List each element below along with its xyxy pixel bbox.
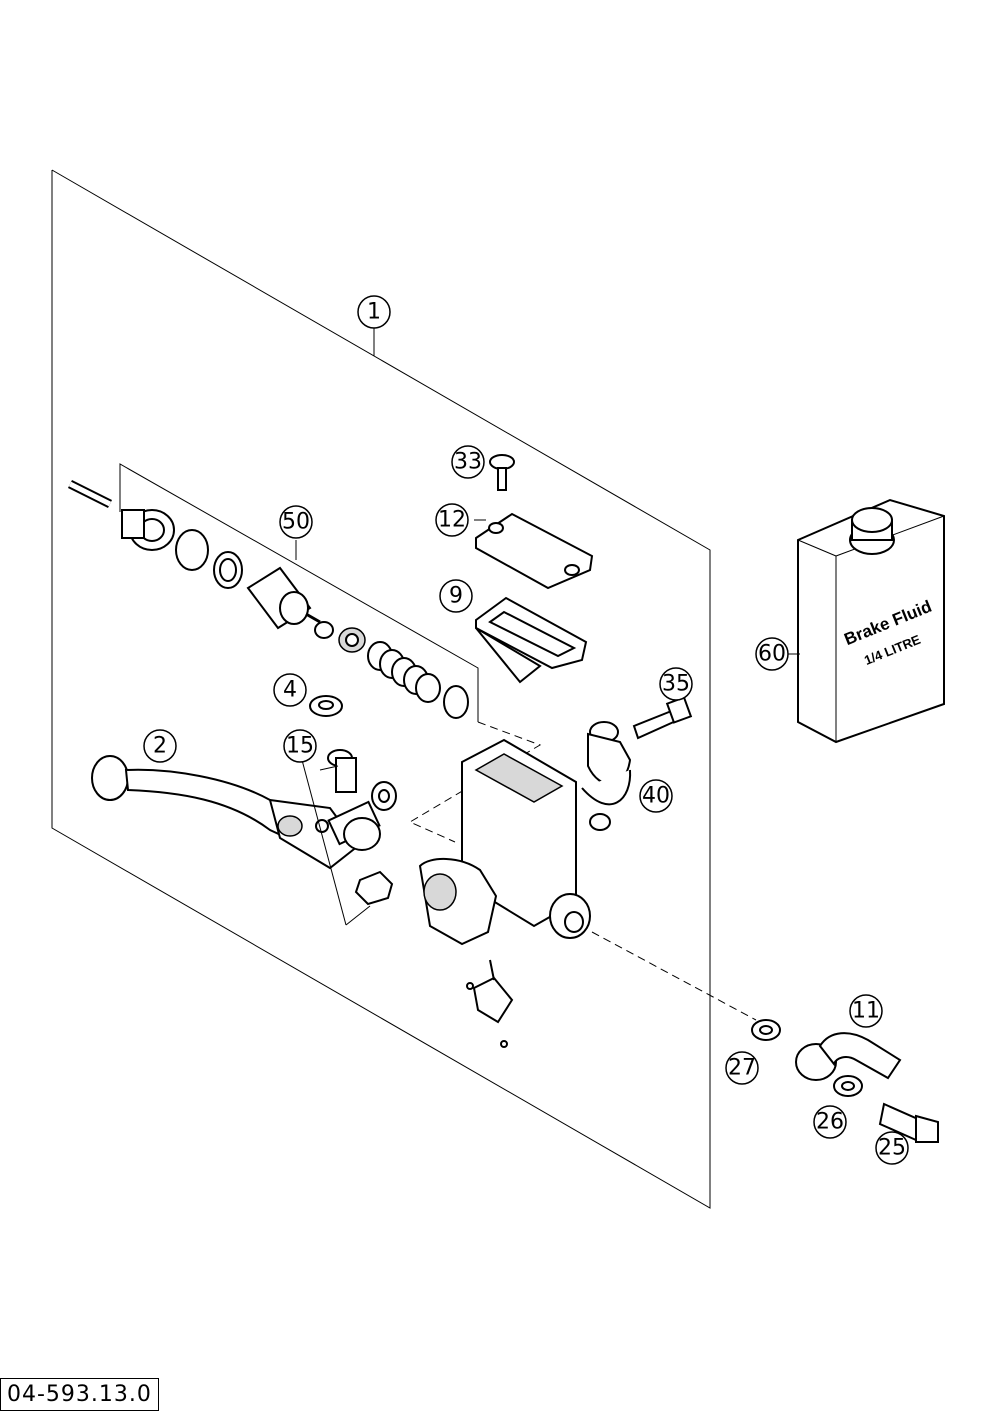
dust-boot-part	[121, 509, 175, 551]
o-ring-part	[443, 685, 469, 719]
callout-27: 27	[725, 1051, 759, 1085]
svg-text:1: 1	[367, 300, 381, 325]
cup-seal-inner	[345, 633, 359, 647]
callout-26: 26	[813, 1105, 847, 1139]
lever-nut-part	[354, 870, 394, 906]
callout-11: 11	[849, 994, 883, 1028]
master-cylinder-part	[418, 738, 591, 946]
assembly-frame	[51, 169, 711, 1209]
clamp-bolt-part	[632, 696, 693, 740]
pivot-bolt-part	[327, 749, 397, 851]
svg-text:27: 27	[728, 1056, 756, 1081]
diaphragm-part	[475, 596, 588, 684]
brake-fluid-can-part	[797, 498, 945, 744]
reservoir-lid-part	[475, 512, 594, 590]
brake-hose-part	[795, 1032, 902, 1081]
svg-text:2: 2	[153, 734, 167, 759]
dash-line-hose	[591, 931, 757, 1021]
svg-text:25: 25	[878, 1136, 906, 1161]
svg-text:60: 60	[758, 642, 786, 667]
callout-9: 9	[439, 579, 473, 613]
piston-kit-bracket	[119, 463, 479, 722]
brake-switch-part	[466, 959, 514, 1048]
handlebar-clamp-part	[581, 721, 632, 831]
svg-text:15: 15	[286, 734, 314, 759]
callout-35: 35	[659, 667, 693, 701]
callout-4: 4	[273, 673, 307, 707]
banjo-bolt-part	[878, 1102, 939, 1143]
hose-washer-lower-hole	[841, 1081, 855, 1091]
washer-hole	[318, 700, 334, 710]
callout-60: 60	[755, 637, 789, 671]
callout-2: 2	[143, 729, 177, 763]
seal-ring-inner	[219, 558, 237, 582]
leader-15-b	[345, 905, 371, 926]
leader-15-a	[301, 759, 347, 926]
callout-25: 25	[875, 1131, 909, 1165]
leader-15-c	[319, 765, 339, 771]
piston-part	[246, 566, 321, 630]
dash-line-piston	[408, 721, 542, 843]
callout-40: 40	[639, 779, 673, 813]
push-rod-part	[67, 479, 113, 509]
svg-text:12: 12	[438, 508, 466, 533]
svg-text:11: 11	[852, 999, 880, 1024]
callout-1: 1	[357, 295, 391, 329]
hose-washer-upper-hole	[759, 1025, 773, 1035]
callout-33: 33	[451, 445, 485, 479]
svg-text:35: 35	[662, 672, 690, 697]
svg-text:4: 4	[283, 678, 297, 703]
circlip-part	[175, 529, 209, 571]
diagram-part-code: 04-593.13.0	[0, 1378, 159, 1411]
svg-text:33: 33	[454, 450, 482, 475]
spring-part	[367, 641, 441, 703]
callout-50: 50	[279, 505, 313, 539]
svg-text:50: 50	[282, 510, 310, 535]
callout-15: 15	[283, 729, 317, 763]
svg-text:40: 40	[642, 784, 670, 809]
brake-lever-part	[91, 755, 360, 870]
small-washer-part	[314, 621, 334, 639]
svg-text:9: 9	[449, 584, 463, 609]
svg-text:26: 26	[816, 1110, 844, 1135]
lid-screw-part	[489, 454, 515, 491]
callout-12: 12	[435, 503, 469, 537]
